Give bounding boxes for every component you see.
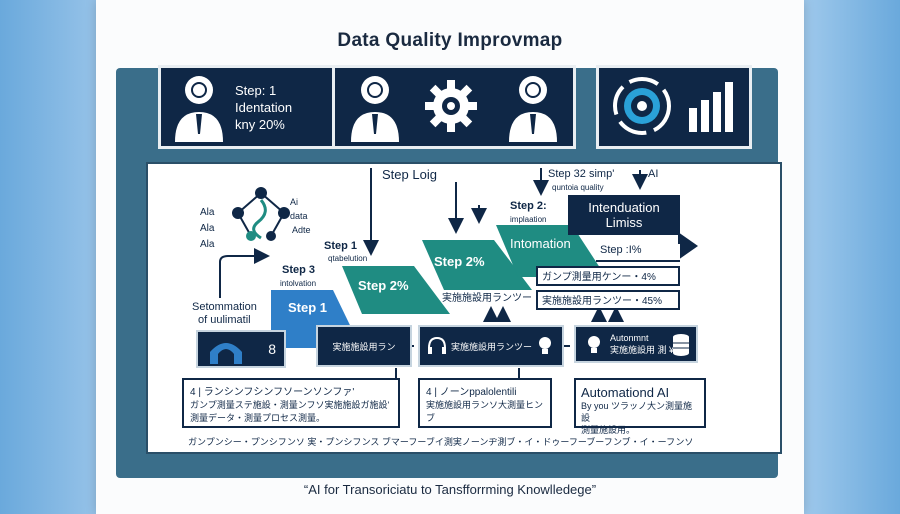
- step3-sub-label: intolvation: [280, 279, 317, 288]
- text-box-2-line3: ブ: [426, 413, 436, 423]
- bottom-jp-line: ガンプンシー・プンシフンソ 実・プンシフンス ブマーフーブイ測実ノーンヂ測ブ・イ…: [188, 437, 694, 447]
- ramp-intomation-shape: [496, 225, 606, 277]
- background-right: [790, 0, 900, 514]
- step2-sub-label: implaation: [510, 215, 547, 224]
- network-icon: [232, 187, 290, 241]
- headset-icon: [428, 336, 446, 354]
- text-box-2-line1: 4 | ノーンppalolentili: [426, 387, 517, 398]
- step2-label: Step 2:: [510, 200, 547, 212]
- text-box-3-line3: 測量施設用。: [581, 425, 636, 435]
- top-step-line3: kny 20%: [235, 117, 285, 132]
- ramp-step2-label-b: Step 2%: [434, 254, 485, 269]
- jp-45-label: 実施施設用ランツー・45%: [542, 296, 663, 307]
- person-icon: [509, 76, 557, 142]
- step-pct-label: Step :I%: [600, 244, 642, 256]
- text-box-1-line3: 測量データ・測量プロセス測量。: [190, 413, 326, 423]
- step32-sub-label: quntoia quality: [552, 183, 604, 192]
- jp-4-box: ガンプ測量用ケンー・4%: [536, 266, 680, 286]
- ramp-intomation-label: Intomation: [510, 236, 571, 251]
- ramp-step1-label: Step 1: [288, 300, 328, 315]
- text-box-3-line2: By you ツラッノ大ン測量施設: [581, 401, 693, 423]
- intenduation-box: Intenduation Limiss: [568, 195, 680, 235]
- ai-right-label: AI: [648, 168, 659, 180]
- network-label-data: data: [290, 211, 308, 221]
- text-box-1-line2: ガンプ測量ステ施設・測量ンフソ実施施設ガ施設': [190, 400, 390, 410]
- database-icon: [673, 334, 689, 356]
- step1-top-label: Step 1: [324, 240, 358, 252]
- node-3: Autonmnt 実施施設用 測 ¥: [574, 325, 698, 363]
- node-1: 実施施設用ラン: [316, 325, 412, 367]
- step1-top-sub-label: qtabelution: [328, 254, 368, 263]
- gear-icon: [425, 80, 477, 132]
- text-box-1-line1: 4 | ランシンフシンフソーンソンファ': [190, 387, 355, 398]
- ramp-step2-label-a: Step 2%: [358, 278, 409, 293]
- top-step-line2: Identation: [235, 100, 293, 115]
- arch-icon: [210, 343, 242, 364]
- top-step-line1: Step: 1: [235, 83, 277, 98]
- target-icon: [613, 77, 671, 135]
- step-pct-box: Step :I%: [596, 244, 680, 262]
- text-box-2: 4 | ノーンppalolentili 実施施設用ランソ大測量ヒン ブ: [418, 378, 552, 428]
- network-label-ala2: Ala: [200, 223, 215, 234]
- text-box-3-line1: Automationd AI: [581, 385, 670, 400]
- jp-4-label: ガンプ測量用ケンー・4%: [542, 272, 656, 283]
- step3-label: Step 3: [282, 264, 316, 276]
- text-box-3: Automationd AI By you ツラッノ大ン測量施設 測量施設用。: [574, 378, 706, 435]
- setommation-line2: of uulimatil: [198, 314, 251, 326]
- network-label-ala3: Ala: [200, 239, 215, 250]
- network-label-adte: Adte: [292, 225, 311, 235]
- poster-title: Data Quality Improvmap: [337, 30, 563, 51]
- text-box-1: 4 | ランシンフシンフソーンソンファ' ガンプ測量ステ施設・測量ンフソ実施施設…: [182, 378, 400, 428]
- top-box-left: Step: 1 Identation kny 20%: [158, 65, 354, 149]
- text-box-2-line2: 実施施設用ランソ大測量ヒン: [426, 400, 544, 410]
- node-1-label: 実施施設用ラン: [332, 341, 396, 352]
- lightbulb-icon: [539, 337, 551, 354]
- node-3-line2: 実施施設用 測 ¥: [610, 344, 675, 355]
- lightbulb-icon: [588, 336, 600, 353]
- node-3-line1: Autonmnt: [610, 332, 649, 343]
- ramp-step2b-shape: [422, 240, 532, 290]
- setommation-line1: Setommation: [192, 301, 257, 313]
- network-label-ala1: Ala: [200, 207, 215, 218]
- poster-card: Data Quality Improvmap Step: 1 Identatio…: [96, 0, 804, 514]
- top-box-right: [596, 65, 752, 149]
- intenduation-arrow: [678, 232, 698, 260]
- start-node: 8: [196, 330, 286, 368]
- top-box-middle: [332, 65, 576, 149]
- person-icon: [351, 76, 399, 142]
- network-label-ai: Ai: [290, 197, 299, 207]
- intenduation-line1: Intenduation: [588, 200, 660, 215]
- quote-text: “AI for Transoriciatu to Tansfforrming K…: [303, 482, 597, 497]
- bar-chart-icon: [689, 82, 733, 132]
- node-2-label: 実施施設用ランツー: [450, 341, 532, 352]
- node-2: 実施施設用ランツー: [418, 325, 564, 367]
- person-icon: [175, 76, 223, 142]
- intenduation-line2: Limiss: [605, 215, 643, 230]
- mid-jp-label: 実施施設用ランツー: [442, 293, 532, 304]
- step-loig-label: Step Loig: [382, 167, 437, 182]
- background-left: [0, 0, 110, 514]
- start-node-label: 8: [268, 341, 276, 357]
- ramp-step2-shape: [342, 266, 450, 314]
- step32-label: Step 32 simp': [548, 168, 615, 180]
- jp-45-box: 実施施設用ランツー・45%: [536, 290, 680, 310]
